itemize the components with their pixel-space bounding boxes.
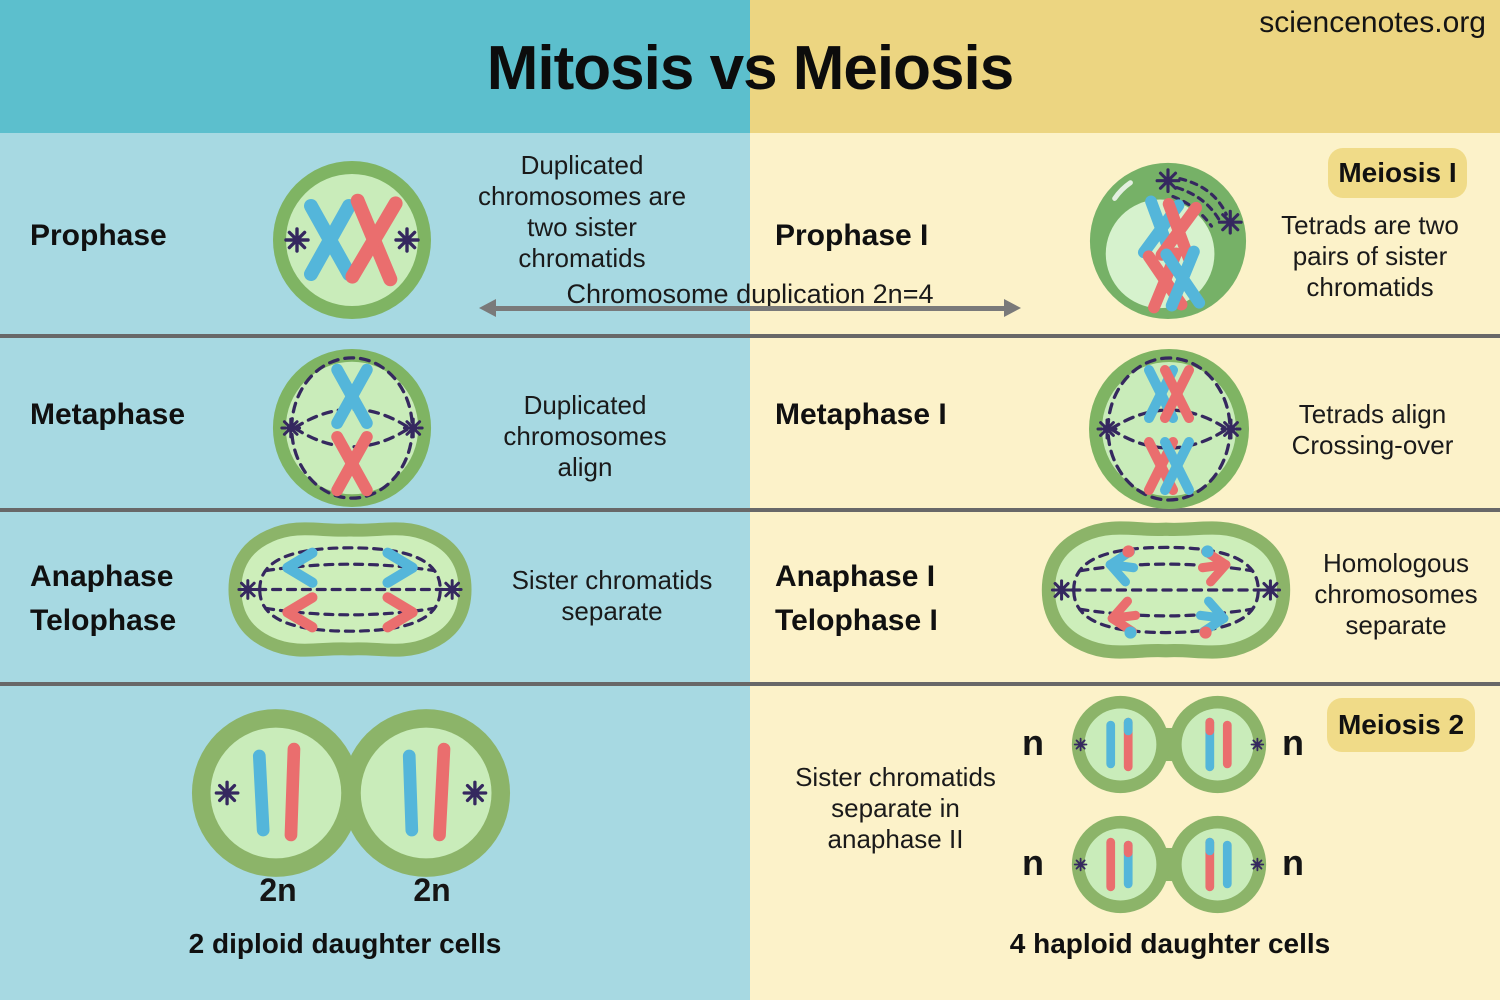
- mitosis-daughter-cells-diagram: [191, 709, 511, 877]
- cytoplasm: [285, 361, 419, 495]
- ploidy-label-2n-left: 2n: [259, 872, 297, 908]
- phase-label-telophase: Telophase: [30, 604, 177, 637]
- meiosis1-badge: Meiosis I: [1328, 148, 1467, 198]
- chromosome-duplication-label: Chromosome duplication 2n=4: [566, 279, 934, 309]
- blue-chromosome-icon: [331, 363, 373, 429]
- mitosis-anaphase-cell-diagram: [228, 522, 472, 657]
- centrosome-aster-icon: [1259, 579, 1282, 601]
- tetrad-icon: [1144, 437, 1194, 495]
- cytoplasm: [210, 727, 342, 859]
- centrosome-aster-icon: [1250, 857, 1265, 872]
- phase-label-metaphase1: Metaphase I: [775, 398, 947, 431]
- centrosome-aster-icon: [280, 417, 302, 439]
- centrosome-aster-icon: [1220, 418, 1242, 440]
- red-chromosome-icon: [284, 742, 301, 842]
- arrow-left-head-icon: [479, 299, 496, 317]
- red-chromosome-icon: [331, 430, 373, 497]
- mitosis-metaphase-cell-diagram: [272, 348, 432, 508]
- cytoplasm: [1084, 708, 1157, 781]
- phase-label-telophase1: Telophase I: [775, 604, 938, 637]
- homologous-chromosome-icon: [1197, 545, 1231, 587]
- meiosis-result-caption: 4 haploid daughter cells: [1009, 928, 1331, 959]
- centrosome-aster-icon: [237, 579, 259, 600]
- centrosome-aster-icon: [1217, 209, 1243, 235]
- centrosome-aster-icon: [394, 227, 420, 253]
- ploidy-label-n: n: [1022, 842, 1044, 883]
- phase-label-metaphase: Metaphase: [30, 398, 186, 431]
- mitosis-result-caption: 2 diploid daughter cells: [188, 928, 502, 959]
- meiosis-metaphase-note: Tetrads align Crossing-over: [1265, 399, 1480, 461]
- meiosis2-badge: Meiosis 2: [1327, 698, 1475, 752]
- separating-chromatid-icon: [382, 592, 418, 633]
- mitosis-prophase-note: Duplicated chromosomes are two sister ch…: [477, 150, 687, 273]
- cytoplasm: [360, 727, 492, 859]
- centrosome-aster-icon: [462, 780, 488, 806]
- homologous-chromosome-icon: [1195, 596, 1229, 639]
- ploidy-label-n: n: [1282, 722, 1304, 763]
- centrosome-aster-icon: [1073, 857, 1088, 872]
- phase-label-prophase1: Prophase I: [775, 219, 929, 252]
- blue-chromosome-icon: [252, 749, 270, 837]
- separating-chromatid-icon: [282, 592, 318, 633]
- meiosis-metaphase-note-line1: Tetrads align: [1298, 399, 1447, 429]
- mitosis-metaphase-note: Duplicated chromosomes align: [503, 390, 667, 482]
- ploidy-label-n: n: [1282, 842, 1304, 883]
- meiosis-prophase-note: Tetrads are two pairs of sister chromati…: [1281, 210, 1459, 302]
- cytoplasm: [1102, 362, 1236, 496]
- duplication-arrow: [487, 306, 1007, 311]
- row-divider: [0, 682, 1500, 686]
- red-chromosome-icon: [345, 193, 403, 287]
- meiosis-anaphase-note: Homologous chromosomes separate: [1314, 548, 1478, 640]
- centrosome-aster-icon: [1250, 737, 1265, 752]
- tetrad-icon: [1144, 365, 1194, 423]
- phase-label-anaphase1: Anaphase I: [775, 560, 936, 593]
- meiosis-daughter-cells-diagram-2: [1071, 815, 1267, 914]
- phase-label-prophase: Prophase: [30, 219, 167, 252]
- site-name: sciencenotes.org: [1259, 6, 1486, 39]
- mitosis-prophase-cell-diagram: [273, 161, 431, 319]
- highlight: [1112, 180, 1133, 201]
- red-chromosome-icon: [433, 742, 451, 842]
- centrosome-aster-icon: [1073, 737, 1088, 752]
- cytoplasm: [1181, 708, 1254, 781]
- header-mitosis-panel: [0, 0, 750, 133]
- homologous-chromosome-icon: [1107, 596, 1141, 639]
- separating-chromatid-icon: [282, 547, 318, 588]
- cytoplasm: [1181, 828, 1254, 901]
- meiosis-anaphase1-cell-diagram: [1041, 521, 1291, 659]
- homologous-chromosome-icon: [1105, 545, 1139, 587]
- meiosis-metaphase1-cell-diagram: [1089, 349, 1249, 509]
- meiosis-prophase1-cell-diagram: [1089, 162, 1247, 320]
- arrow-right-head-icon: [1004, 299, 1021, 317]
- mitosis-anaphase-note: Sister chromatids separate: [511, 565, 713, 626]
- tetrad-icon: [1142, 245, 1206, 314]
- separating-chromatid-icon: [382, 547, 418, 588]
- row-divider: [0, 508, 1500, 512]
- meiosis-daughter-cells-diagram-1: [1071, 695, 1267, 794]
- centrosome-aster-icon: [1096, 418, 1118, 440]
- spindle-fibers: [1070, 545, 1262, 635]
- blue-chromosome-icon: [304, 199, 356, 281]
- centrosome-aster-icon: [214, 780, 240, 806]
- cytoplasm: [1084, 828, 1157, 901]
- ploidy-label-n: n: [1022, 722, 1044, 763]
- centrosome-aster-icon: [284, 227, 310, 253]
- phase-label-anaphase: Anaphase: [30, 560, 174, 593]
- centrosome-aster-icon: [441, 579, 463, 600]
- centrosome-aster-icon: [1155, 168, 1181, 194]
- meiosis2-note: Sister chromatids separate in anaphase I…: [795, 762, 996, 854]
- centrosome-aster-icon: [1050, 579, 1073, 601]
- meiosis-metaphase-note-line2: Crossing-over: [1291, 430, 1454, 460]
- blue-chromosome-icon: [402, 749, 419, 837]
- centrosome-aster-icon: [402, 417, 424, 439]
- page-title: Mitosis vs Meiosis: [486, 34, 1014, 103]
- row-divider: [0, 334, 1500, 338]
- ploidy-label-2n-right: 2n: [413, 872, 451, 908]
- header-meiosis-panel: [750, 0, 1500, 133]
